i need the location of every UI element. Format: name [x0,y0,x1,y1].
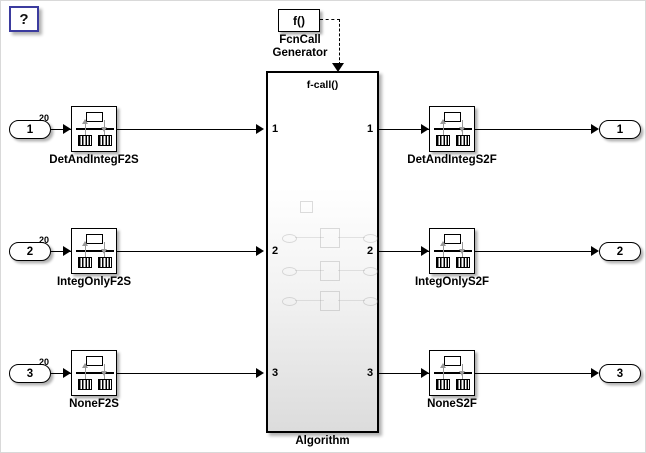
preview-wire-3b [338,300,365,301]
inport-block-3[interactable]: 3 [9,364,51,383]
algorithm-subsystem-block[interactable]: f-call() [266,71,379,433]
algorithm-trigger-label: f-call() [306,79,339,91]
wire-inport2-to-f2s [51,250,71,253]
fcn-call-generator-label: FcnCall Generator [260,34,340,60]
preview-wire-2a [295,270,324,271]
algorithm-outport-number-3: 3 [367,367,374,379]
f2s-converter-label-2: IntegOnlyF2S [56,276,132,288]
preview-inport-1 [282,234,297,243]
preview-block-3 [320,291,340,311]
inport-block-1[interactable]: 1 [9,120,51,139]
fixed-to-float-icon [430,107,474,151]
signal-dimension-label-3: 20 [39,357,50,367]
float-to-fixed-icon [72,229,116,273]
algorithm-subsystem-label: Algorithm [295,435,350,447]
s2f-converter-block-1[interactable] [429,106,475,152]
preview-block-1 [320,228,340,248]
wire-f2s3-to-algorithm [117,372,258,375]
s2f-converter-label-3: NoneS2F [427,398,477,410]
arrowhead-f2s-1-icon [63,124,71,134]
preview-outport-2 [363,267,378,276]
wire-inport3-to-f2s [51,372,71,375]
preview-wire-2b [338,270,365,271]
fcn-call-generator-label-line1: FcnCall [279,34,321,46]
arrowhead-f2s-2-icon [63,246,71,256]
algorithm-outport-number-2: 2 [367,245,374,257]
fcn-call-generator-block[interactable]: f() [278,9,320,32]
preview-wire-3a [295,300,324,301]
float-to-fixed-icon [72,351,116,395]
preview-inport-2 [282,267,297,276]
wire-algorithm-to-s2f-1 [379,128,429,131]
signal-dimension-label-2: 20 [39,235,50,245]
algorithm-inport-number-2: 2 [272,245,279,257]
arrowhead-algorithm-in-3-icon [256,368,264,378]
f2s-converter-block-2[interactable] [71,228,117,274]
wire-f2s2-to-algorithm [117,250,258,253]
wire-s2f1-to-outport [475,128,597,131]
s2f-converter-label-1: DetAndIntegS2F [407,154,497,166]
inport-block-2[interactable]: 2 [9,242,51,261]
fcn-call-wire-horizontal [320,19,340,20]
arrowhead-s2f-2-icon [421,246,429,256]
s2f-converter-label-2: IntegOnlyS2F [414,276,490,288]
arrowhead-outport-1-icon [591,124,599,134]
arrowhead-f2s-3-icon [63,368,71,378]
preview-inport-3 [282,297,297,306]
outport-block-3[interactable]: 3 [599,364,641,383]
f2s-converter-label-3: NoneF2S [69,398,119,410]
preview-outport-3 [363,297,378,306]
f2s-converter-label-1: DetAndIntegF2S [49,154,139,166]
preview-block-standalone [300,201,313,213]
arrowhead-s2f-3-icon [421,368,429,378]
preview-block-2 [320,261,340,281]
float-to-fixed-icon [72,107,116,151]
s2f-converter-block-2[interactable] [429,228,475,274]
wire-algorithm-to-s2f-2 [379,250,429,253]
help-annotation-badge[interactable]: ? [9,6,39,32]
wire-s2f3-to-outport [475,372,597,375]
preview-wire-1b [338,237,365,238]
preview-outport-1 [363,234,378,243]
outport-block-2[interactable]: 2 [599,242,641,261]
s2f-converter-block-3[interactable] [429,350,475,396]
arrowhead-algorithm-in-1-icon [256,124,264,134]
outport-block-1[interactable]: 1 [599,120,641,139]
algorithm-outport-number-1: 1 [367,123,374,135]
wire-algorithm-to-s2f-3 [379,372,429,375]
signal-dimension-label-1: 20 [39,113,50,123]
f2s-converter-block-1[interactable] [71,106,117,152]
fixed-to-float-icon [430,229,474,273]
arrowhead-outport-2-icon [591,246,599,256]
algorithm-inport-number-3: 3 [272,367,279,379]
arrowhead-algorithm-in-2-icon [256,246,264,256]
arrowhead-outport-3-icon [591,368,599,378]
wire-f2s1-to-algorithm [117,128,258,131]
preview-wire-1a [295,237,324,238]
wire-inport1-to-f2s [51,128,71,131]
arrowhead-s2f-1-icon [421,124,429,134]
wire-s2f2-to-outport [475,250,597,253]
fcn-call-generator-label-line2: Generator [272,47,328,59]
fcn-call-arrowhead-icon [332,63,344,72]
f2s-converter-block-3[interactable] [71,350,117,396]
algorithm-inport-number-1: 1 [272,123,279,135]
fixed-to-float-icon [430,351,474,395]
fcn-call-wire-vertical [338,19,340,65]
